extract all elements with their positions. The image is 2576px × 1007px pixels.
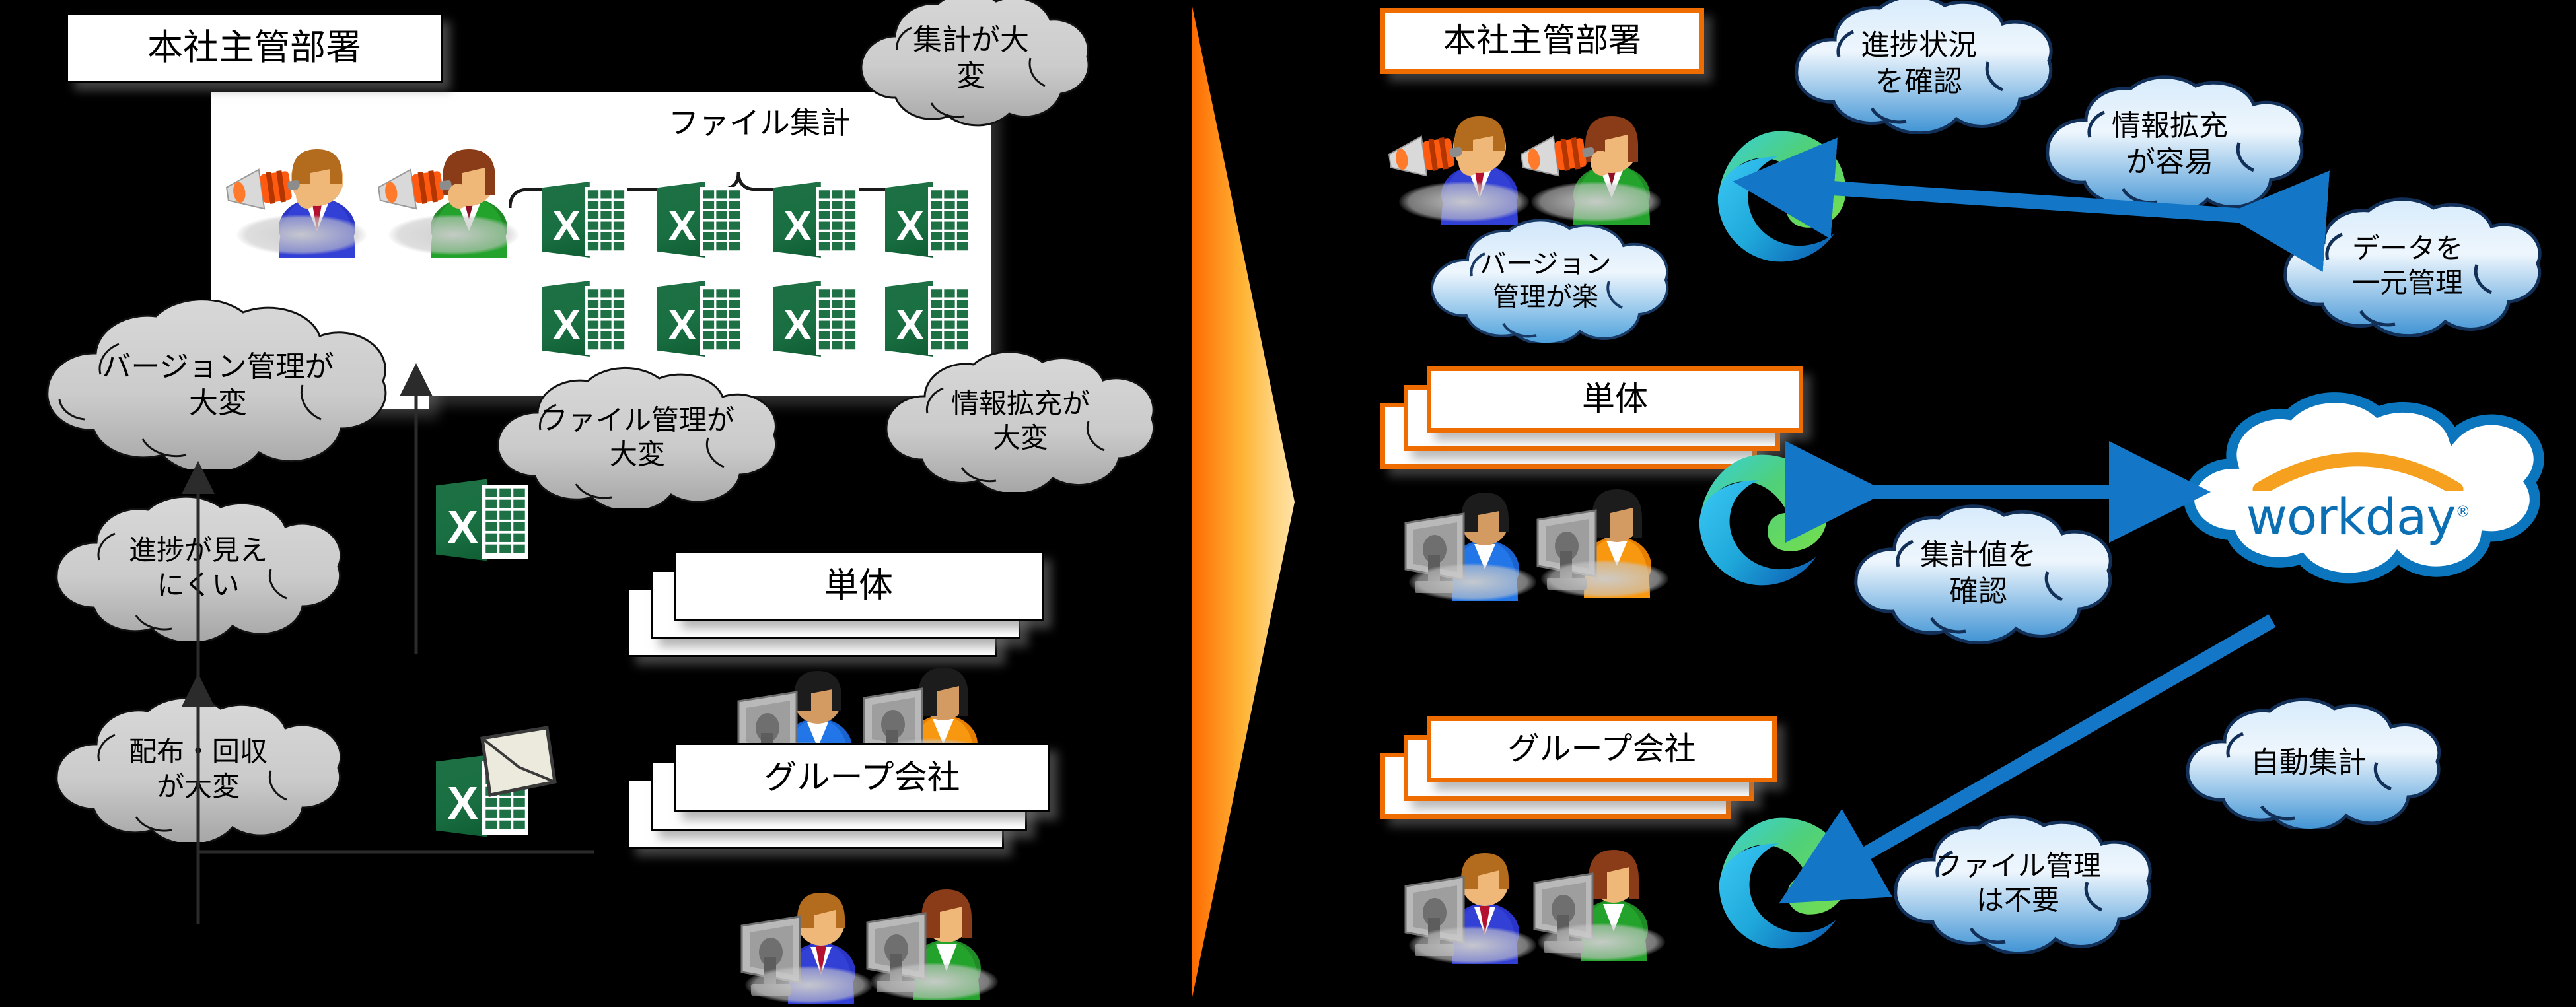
file-aggregation-label: ファイル集計 (594, 99, 925, 140)
excel-file-icon: X (657, 277, 743, 360)
desktop-user-icon (736, 878, 875, 1004)
header-box-label: 本社主管部署 (1443, 22, 1641, 59)
excel-file-grid: X X X (542, 178, 978, 376)
workday-wordmark: workday® (2246, 487, 2471, 547)
stack-layer-front: グループ会社 (674, 743, 1050, 812)
excel-x-glyph: X (668, 202, 697, 250)
stack-layer-front: 単体 (1427, 366, 1803, 433)
excel-x-glyph: X (783, 202, 812, 250)
group-box-company-right: グループ会社 (1380, 716, 1810, 842)
workday-cloud: workday® (2160, 390, 2556, 601)
megaphone-person-icon (1513, 99, 1664, 225)
excel-file-icon: X (885, 178, 971, 261)
stack-layer-front: グループ会社 (1427, 716, 1777, 782)
desktop-user-icon (1400, 475, 1539, 601)
desktop-user-icon (1532, 472, 1671, 598)
excel-x-glyph: X (447, 777, 478, 829)
group-box-label: グループ会社 (1507, 732, 1696, 767)
excel-x-glyph: X (552, 202, 581, 250)
excel-x-glyph: X (552, 301, 581, 349)
left-connectors (182, 363, 594, 924)
excel-file-icon: X (657, 178, 743, 261)
desktop-user-icon (862, 875, 1001, 1000)
excel-file-icon: X (542, 178, 627, 261)
group-box-tantai-right: 単体 (1380, 366, 1803, 492)
cloud-info-expansion-hard: 情報拡充が 大変 (859, 350, 1182, 492)
registered-mark: ® (2455, 503, 2470, 521)
excel-x-glyph: X (896, 202, 925, 250)
excel-x-glyph: X (896, 301, 925, 349)
desktop-user-icon (1529, 835, 1668, 961)
workday-name: workday (2246, 487, 2456, 547)
group-box-tantai-left: 単体 (627, 551, 1044, 677)
excel-file-icon: X (773, 277, 859, 360)
envelope-icon (480, 726, 557, 797)
excel-file-icon: X (436, 475, 528, 565)
right-connectors (1733, 137, 2330, 904)
group-box-label: 単体 (1582, 380, 1648, 418)
excel-x-glyph: X (447, 501, 478, 553)
excel-x-glyph: X (783, 301, 812, 349)
excel-file-icon: X (885, 277, 971, 360)
header-box-honsha-right: 本社主管部署 (1380, 8, 1704, 74)
megaphone-person-icon (370, 132, 522, 258)
file-aggregation-text: ファイル集計 (668, 106, 851, 140)
desktop-user-icon (1400, 839, 1539, 964)
excel-file-icon: X (773, 178, 859, 261)
megaphone-person-icon (218, 132, 370, 258)
group-box-label: グループ会社 (764, 758, 960, 796)
group-box-company-left: グループ会社 (627, 743, 1050, 868)
header-box-honsha-left: 本社主管部署 (66, 13, 443, 83)
stack-layer-front: 単体 (674, 551, 1044, 621)
cloud-aggregation-hard: 集計が大 変 (832, 0, 1110, 129)
group-box-label: 単体 (824, 566, 893, 605)
excel-email-icon: X (436, 726, 568, 849)
excel-file-icon: X (542, 277, 627, 360)
excel-x-glyph: X (668, 301, 697, 349)
header-box-label: 本社主管部署 (147, 28, 361, 68)
megaphone-person-icon (1380, 99, 1532, 225)
